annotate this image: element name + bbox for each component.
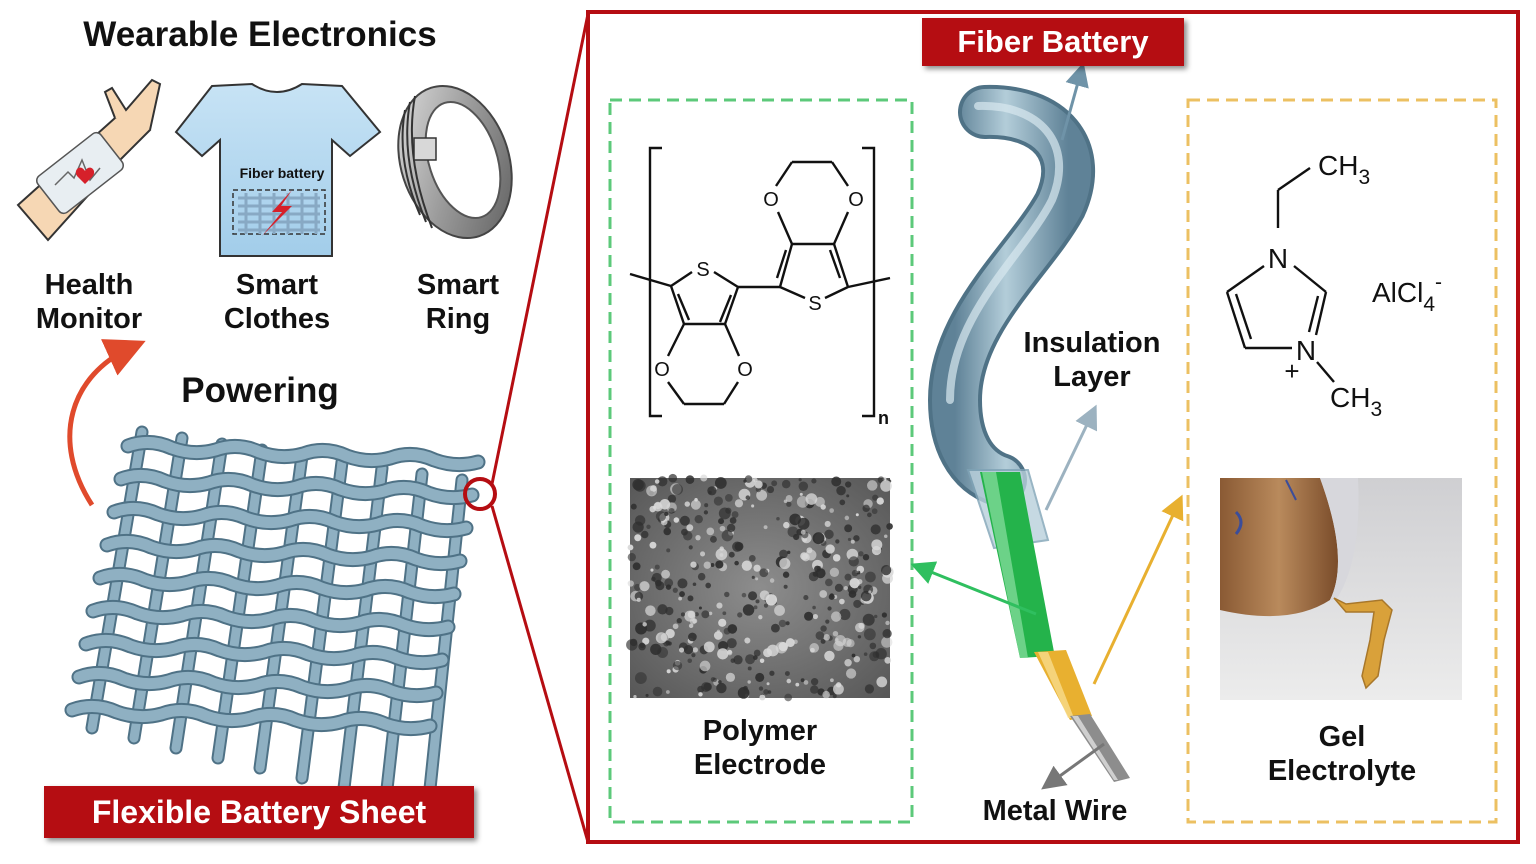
callout-line-bottom (490, 505, 590, 843)
device-label-line2: Monitor (35, 303, 143, 336)
pedot-s-right: S (808, 293, 821, 315)
insulation-layer-label: Insulation Layer (1004, 326, 1180, 394)
ionic-liquid-structure (1225, 167, 1335, 383)
device-label-line1: Smart (235, 269, 319, 301)
gel-arrow (1092, 494, 1184, 685)
device-label-smart-clothes: Smart Clothes (200, 268, 354, 336)
pedot-o-2: O (737, 359, 753, 381)
device-label-line2: Clothes (223, 303, 331, 336)
gel-line1: Gel (1318, 721, 1366, 753)
device-label-line1: Health (44, 269, 134, 301)
powering-arrow (67, 339, 146, 507)
ionic-ch3-bottom: CH3 (1330, 382, 1382, 421)
powering-label: Powering (181, 371, 339, 410)
sem-image (626, 473, 894, 702)
gel-electrolyte-label: Gel Electrolyte (1230, 720, 1454, 788)
gel-electrolyte-box (1186, 98, 1498, 824)
fiber-battery-arrow (1060, 62, 1089, 141)
arm-icon (16, 78, 162, 242)
pedot-o-4: O (848, 189, 864, 211)
polymer-electrode-label: Polymer Electrode (640, 714, 880, 782)
insulation-line1: Insulation (1023, 327, 1161, 359)
device-label-line1: Smart (416, 269, 500, 301)
fiber-battery-illustration (927, 84, 1130, 782)
pedot-o-1: O (654, 359, 670, 381)
ring-icon (397, 84, 513, 240)
insulation-line2: Layer (1053, 361, 1131, 394)
wearable-electronics-heading: Wearable Electronics (83, 15, 437, 54)
insulation-arrow (1044, 404, 1098, 511)
device-label-line2: Ring (425, 303, 491, 336)
callout-line-top (490, 13, 590, 485)
flexible-battery-sheet-title: Flexible Battery Sheet (44, 786, 474, 838)
gel-line2: Electrolyte (1267, 755, 1417, 788)
fiber-battery-panel (586, 10, 1520, 844)
fiber-callout-circle (463, 477, 497, 511)
device-label-smart-ring: Smart Ring (390, 268, 526, 336)
device-label-health-monitor: Health Monitor (14, 268, 164, 336)
ionic-n-top: N (1268, 243, 1288, 274)
shirt-label: Fiber battery (240, 165, 325, 181)
polymer-line1: Polymer (702, 715, 818, 747)
ionic-n-bottom: N (1296, 335, 1316, 366)
pedot-n-subscript: n (878, 408, 889, 428)
pedot-s-left: S (696, 259, 709, 281)
metal-wire-arrow (1041, 742, 1105, 790)
ionic-ch3-top: CH3 (1318, 150, 1370, 189)
pedot-o-3: O (763, 189, 779, 211)
ionic-plus: + (1284, 356, 1299, 386)
tshirt-icon (174, 82, 382, 257)
polymer-line2: Electrode (693, 749, 827, 782)
ionic-alcl4: AlCl4- (1372, 271, 1442, 316)
polymer-arrow (910, 561, 1037, 616)
pedot-structure (629, 146, 891, 418)
gel-photo (1220, 478, 1462, 700)
metal-wire-label: Metal Wire (982, 795, 1128, 827)
fiber-sheet (64, 425, 486, 815)
fiber-battery-title: Fiber Battery (922, 18, 1184, 66)
